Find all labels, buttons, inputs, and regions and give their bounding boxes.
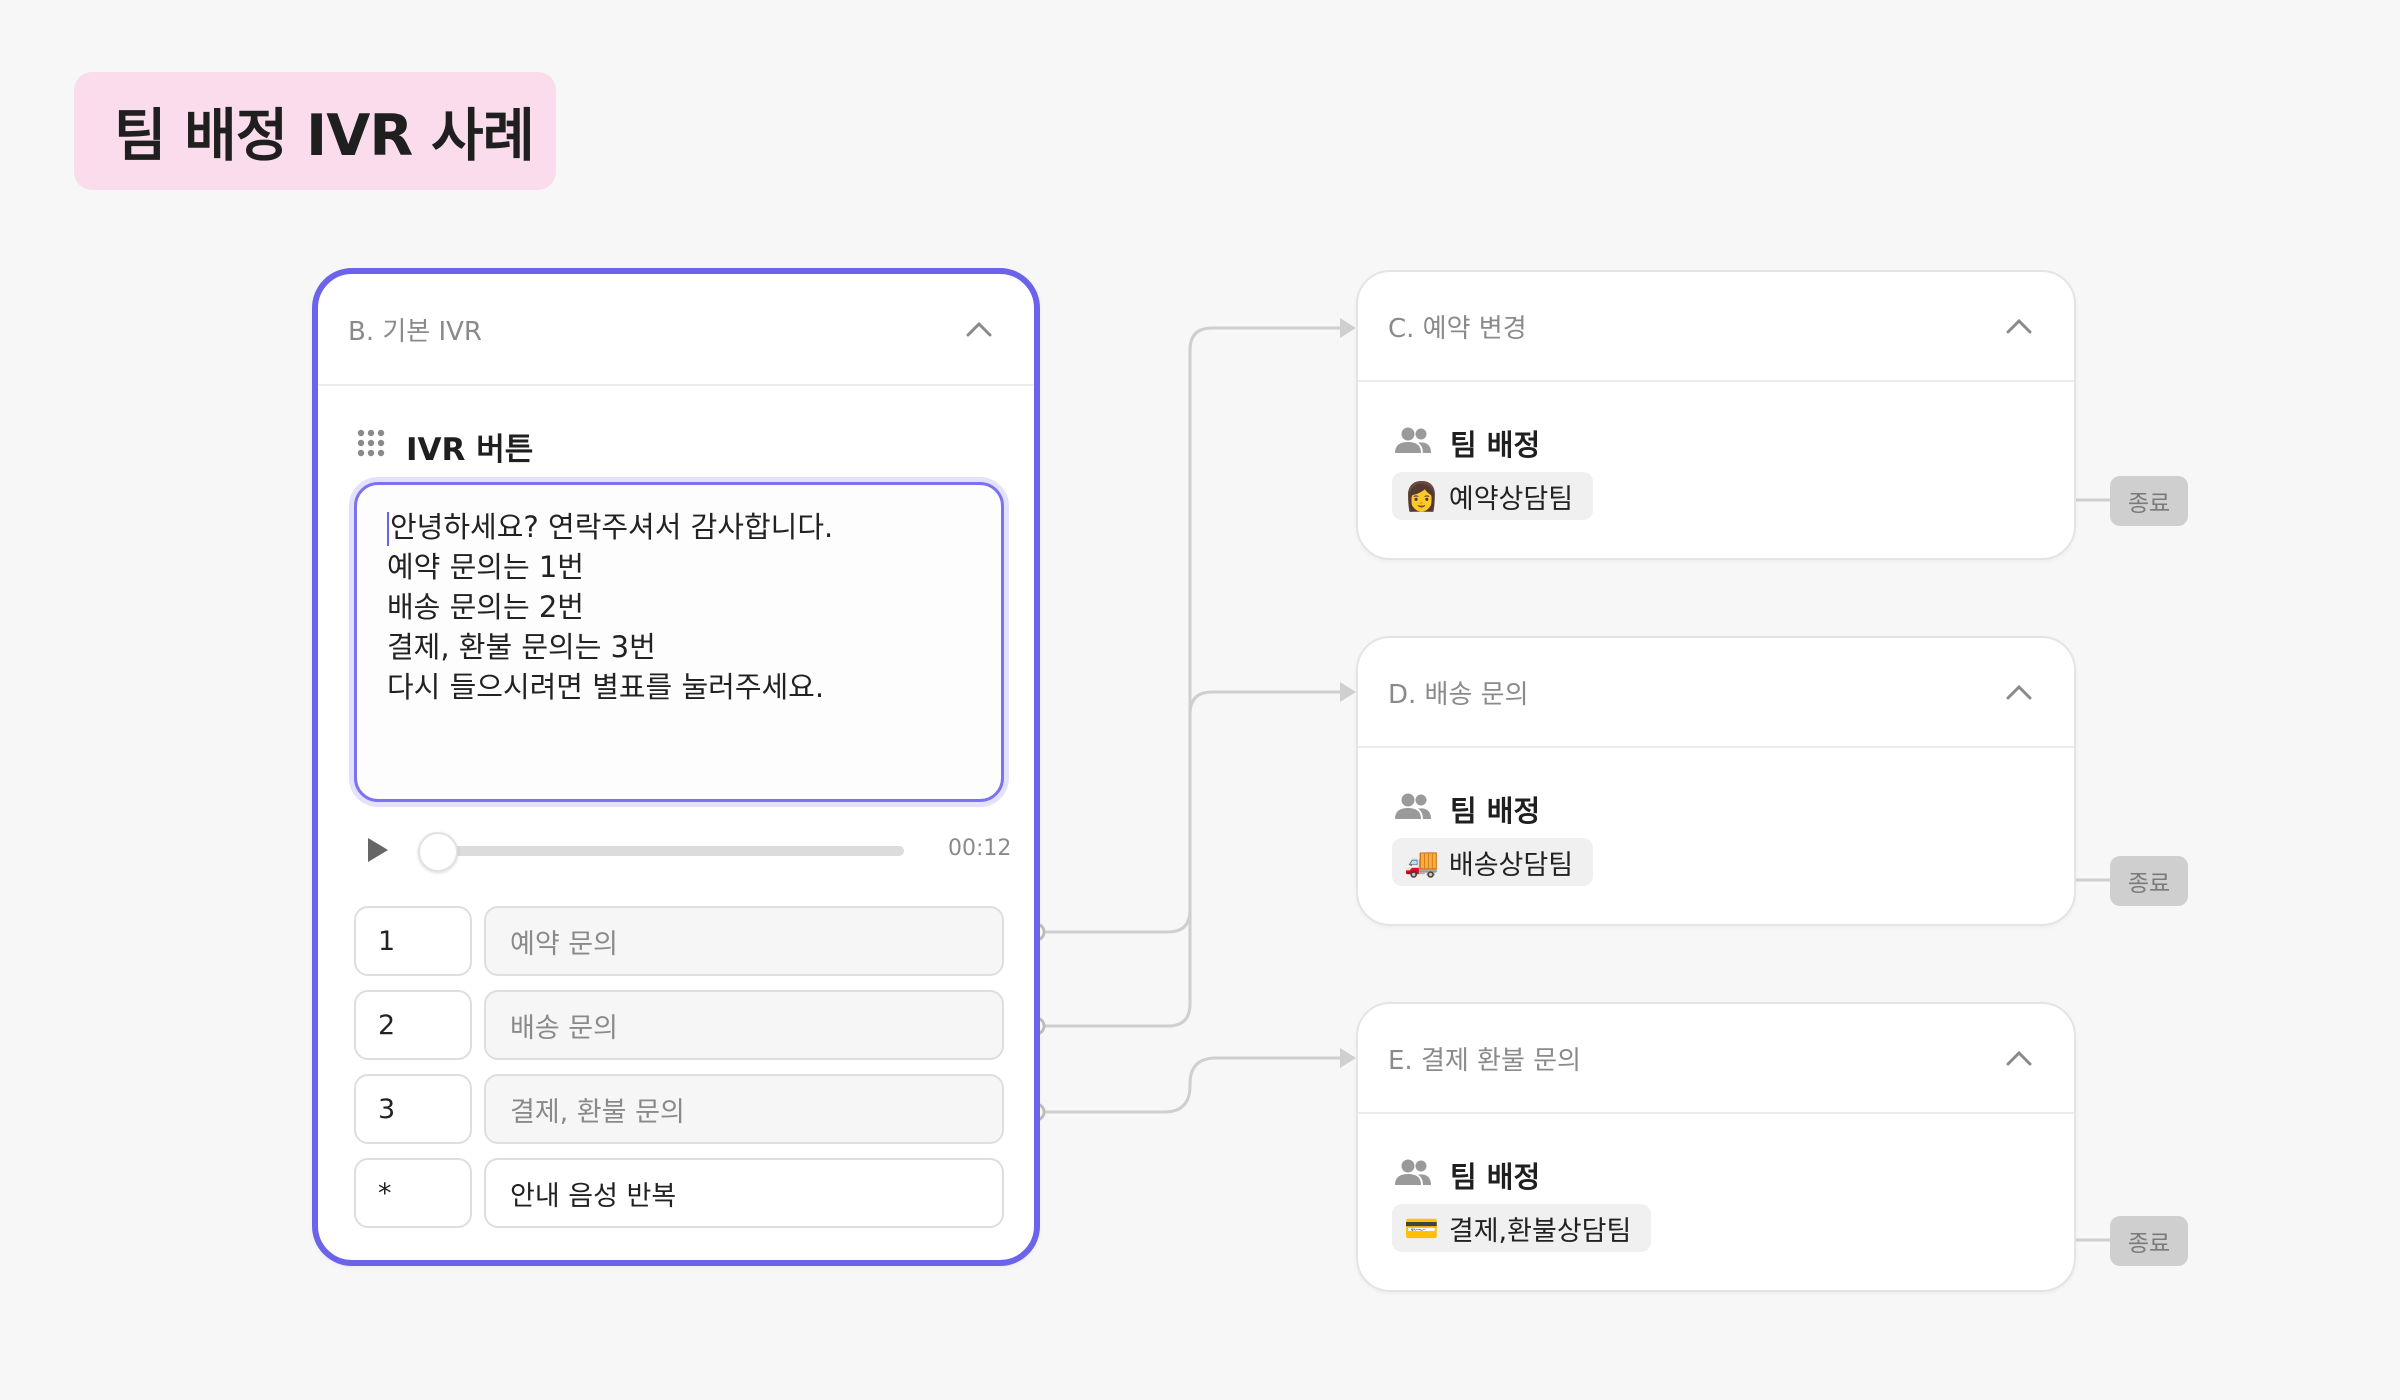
message-line: 예약 문의는 1번 (387, 550, 584, 584)
play-icon[interactable] (368, 838, 388, 862)
connector-3-to-e (1036, 1056, 1346, 1114)
team-assign-row: 팀 배정 (1394, 422, 1540, 464)
option-label-input[interactable]: 예약 문의 (484, 906, 1004, 976)
text-caret (387, 512, 389, 546)
audio-progress-track[interactable] (420, 846, 904, 856)
team-chip[interactable]: 👩 예약상담팀 (1392, 472, 1594, 520)
users-icon (1394, 792, 1432, 827)
team-assign-row: 팀 배정 (1394, 788, 1540, 830)
end-node-e[interactable]: 종료 (2110, 1216, 2188, 1266)
audio-progress-thumb[interactable] (418, 832, 458, 872)
arrow-to-e (1340, 1048, 1356, 1068)
drag-handle-icon[interactable] (356, 428, 386, 466)
ivr-option-row: 2 배송 문의 (354, 990, 1004, 1060)
ivr-button-section: IVR 버튼 (356, 424, 533, 469)
ivr-node-header[interactable]: B. 기본 IVR (318, 274, 1034, 386)
message-line: 다시 들으시려면 별표를 눌러주세요. (387, 670, 825, 704)
node-header[interactable]: D. 배송 문의 (1358, 638, 2074, 748)
page-title: 팀 배정 IVR 사례 (74, 72, 556, 190)
node-header[interactable]: C. 예약 변경 (1358, 272, 2074, 382)
credit-card-icon: 💳 (1404, 1211, 1439, 1245)
option-label-input[interactable]: 배송 문의 (484, 990, 1004, 1060)
team-assign-label: 팀 배정 (1450, 428, 1541, 462)
team-assign-label: 팀 배정 (1450, 1160, 1541, 1194)
message-line: 안녕하세요? 연락주셔서 감사합니다. (390, 510, 834, 544)
node-card-c[interactable]: C. 예약 변경 팀 배정 👩 예약상담팀 (1356, 270, 2076, 560)
ivr-option-row: 1 예약 문의 (354, 906, 1004, 976)
message-line: 배송 문의는 2번 (387, 590, 584, 624)
option-label-input[interactable]: 안내 음성 반복 (484, 1158, 1004, 1228)
chevron-up-icon[interactable] (964, 314, 994, 344)
ivr-node-card[interactable]: B. 기본 IVR IVR 버튼 안녕하세요? 연락주셔서 감사합니다. 예약 … (312, 268, 1040, 1266)
ivr-message-textarea[interactable]: 안녕하세요? 연락주셔서 감사합니다. 예약 문의는 1번 배송 문의는 2번 … (354, 482, 1004, 802)
team-name: 배송상담팀 (1448, 849, 1574, 881)
ivr-option-row: * 안내 음성 반복 (354, 1158, 1004, 1228)
audio-duration: 00:12 (948, 836, 1012, 861)
truck-icon: 🚚 (1404, 845, 1439, 879)
node-title: D. 배송 문의 (1388, 679, 1529, 710)
option-key-input[interactable]: 2 (354, 990, 472, 1060)
audio-player: 00:12 (368, 830, 1012, 872)
end-node-c[interactable]: 종료 (2110, 476, 2188, 526)
team-assign-label: 팀 배정 (1450, 794, 1541, 828)
option-key-input[interactable]: * (354, 1158, 472, 1228)
team-name: 결제,환불상담팀 (1448, 1215, 1632, 1247)
chevron-up-icon[interactable] (2004, 1043, 2034, 1073)
connector-1-to-c (1036, 326, 1346, 934)
option-label-input[interactable]: 결제, 환불 문의 (484, 1074, 1004, 1144)
team-chip[interactable]: 💳 결제,환불상담팀 (1392, 1204, 1652, 1252)
users-icon (1394, 1158, 1432, 1193)
person-icon: 👩 (1404, 479, 1439, 513)
arrow-to-d (1340, 682, 1356, 702)
node-card-e[interactable]: E. 결제 환불 문의 팀 배정 💳 결제,환불상담팀 (1356, 1002, 2076, 1292)
chevron-up-icon[interactable] (2004, 677, 2034, 707)
option-key-input[interactable]: 3 (354, 1074, 472, 1144)
connector-2-to-d (1036, 690, 1346, 1028)
option-key-input[interactable]: 1 (354, 906, 472, 976)
team-chip[interactable]: 🚚 배송상담팀 (1392, 838, 1594, 886)
node-title: E. 결제 환불 문의 (1388, 1045, 1582, 1076)
message-line: 결제, 환불 문의는 3번 (387, 630, 656, 664)
users-icon (1394, 426, 1432, 461)
team-assign-row: 팀 배정 (1394, 1154, 1540, 1196)
node-card-d[interactable]: D. 배송 문의 팀 배정 🚚 배송상담팀 (1356, 636, 2076, 926)
arrow-to-c (1340, 318, 1356, 338)
node-title: C. 예약 변경 (1388, 313, 1527, 344)
ivr-option-row: 3 결제, 환불 문의 (354, 1074, 1004, 1144)
end-node-d[interactable]: 종료 (2110, 856, 2188, 906)
team-name: 예약상담팀 (1448, 483, 1574, 515)
chevron-up-icon[interactable] (2004, 311, 2034, 341)
node-header[interactable]: E. 결제 환불 문의 (1358, 1004, 2074, 1114)
ivr-node-title: B. 기본 IVR (348, 316, 482, 347)
ivr-button-label: IVR 버튼 (406, 432, 534, 468)
